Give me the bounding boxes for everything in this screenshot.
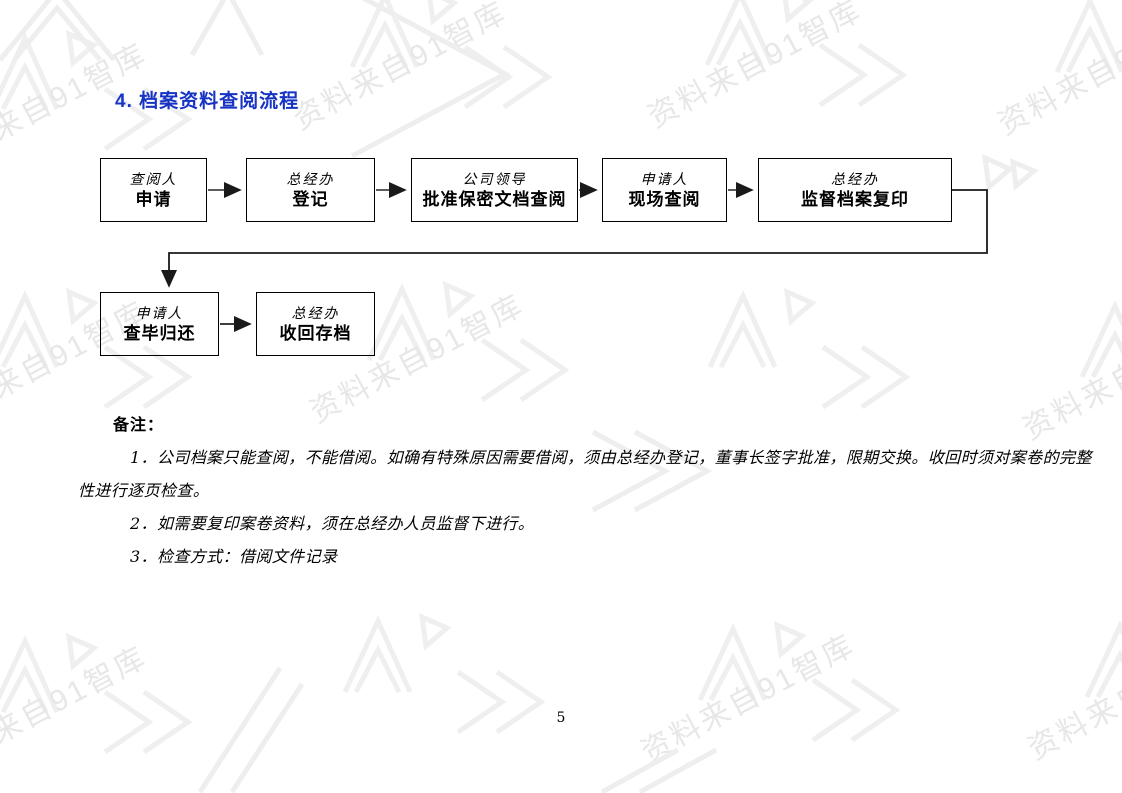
diagonal-line xyxy=(638,747,718,793)
flow-box-role: 总经办 xyxy=(831,171,879,188)
flow-box-role: 总经办 xyxy=(286,171,335,188)
flow-box-supervise-copy: 总经办 监督档案复印 xyxy=(758,158,952,222)
triangle-icon xyxy=(981,153,1015,192)
flow-box-action: 登记 xyxy=(292,189,329,209)
flow-box-role: 总经办 xyxy=(291,305,340,322)
chevron-icon xyxy=(12,4,102,62)
flow-box-role: 申请人 xyxy=(640,171,689,188)
flow-box-archive: 总经办 收回存档 xyxy=(256,292,375,356)
chevron-icon xyxy=(591,429,671,513)
flow-box-role: 申请人 xyxy=(135,305,184,322)
diagonal-line xyxy=(229,682,305,793)
note-item: 2．如需要复印案卷资料，须在总经办人员监督下进行。 xyxy=(130,514,535,533)
chevron-icon xyxy=(189,0,265,57)
triangle-icon xyxy=(1009,157,1039,191)
flow-box-action: 查毕归还 xyxy=(123,323,196,343)
flow-box-register: 总经办 登记 xyxy=(246,158,375,222)
flow-box-apply: 查阅人 申请 xyxy=(100,158,207,222)
chevron-icon xyxy=(0,0,116,62)
diagonal-line xyxy=(197,666,283,793)
diagonal-line xyxy=(600,747,680,793)
flow-box-action: 现场查阅 xyxy=(628,189,701,209)
flow-box-action: 批准保密文档查阅 xyxy=(422,189,567,209)
notes-heading: 备注： xyxy=(113,417,165,434)
page-title: 4. 档案资料查阅流程 xyxy=(115,91,300,112)
note-item: 1．公司档案只能查阅，不能借阅。如确有特殊原因需要借阅，须由总经办登记，董事长签… xyxy=(78,448,1092,500)
flow-box-role: 查阅人 xyxy=(129,171,178,188)
flow-box-action: 监督档案复印 xyxy=(801,189,909,209)
page-number: 5 xyxy=(556,710,566,726)
flow-box-return: 申请人 查毕归还 xyxy=(100,292,219,356)
note-item: 3．检查方式：借阅文件记录 xyxy=(130,547,338,566)
flow-box-action: 申请 xyxy=(135,189,172,209)
notes-section: 1．公司档案只能查阅，不能借阅。如确有特殊原因需要借阅，须由总经办登记，董事长签… xyxy=(78,441,1100,573)
flow-box-onsite-view: 申请人 现场查阅 xyxy=(602,158,727,222)
flow-box-role: 公司领导 xyxy=(462,171,527,188)
chevron-icon xyxy=(633,429,713,513)
flow-box-approve: 公司领导 批准保密文档查阅 xyxy=(411,158,578,222)
flow-box-action: 收回存档 xyxy=(279,323,352,343)
chevron-icon xyxy=(350,0,511,159)
